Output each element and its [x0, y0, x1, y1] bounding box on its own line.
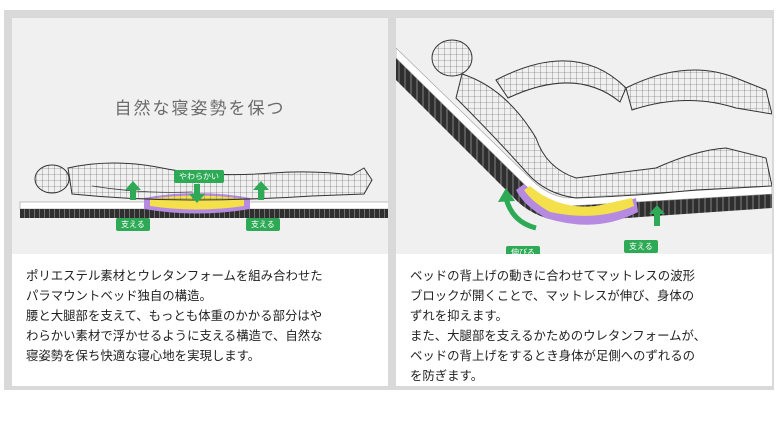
left-panel-heading: 自然な寝姿勢を保つ: [114, 99, 286, 119]
stretch-arrow-icon: [498, 188, 515, 202]
support-tag-right: 支える: [246, 218, 280, 231]
raised-back-illustration: 伸びる 支える: [396, 18, 772, 254]
soft-tag: やわらかい: [174, 170, 224, 183]
down-arrow-center-icon: [189, 184, 205, 203]
flat-posture-illustration: 自然な寝姿勢を保つ やわらかい 支える 支える: [12, 18, 388, 254]
left-panel: 自然な寝姿勢を保つ やわらかい 支える 支える ポリエステル素材とウレタンフォー…: [12, 18, 388, 386]
flat-mattress-diagram: [19, 162, 388, 218]
body-wireframe-reclining: [431, 39, 772, 199]
content-frame: 自然な寝姿勢を保つ やわらかい 支える 支える ポリエステル素材とウレタンフォー…: [4, 10, 774, 390]
right-panel: 伸びる 支える ベッドの背上げの動きに合わせてマットレスの波形 ブロックが開くこ…: [396, 18, 772, 386]
left-panel-description: ポリエステル素材とウレタンフォームを組み合わせた パラマウントベッド独自の構造。…: [26, 268, 323, 363]
up-arrow-right-icon: [253, 181, 269, 200]
up-arrow-left-icon: [125, 181, 141, 200]
right-panel-description: ベッドの背上げの動きに合わせてマットレスの波形 ブロックが開くことで、マットレス…: [410, 268, 707, 383]
stretch-tag: 伸びる: [506, 246, 540, 254]
support-tag: 支える: [624, 240, 658, 253]
raised-mattress-diagram: [396, 39, 772, 231]
support-tag-left: 支える: [116, 218, 150, 231]
up-arrow-support-icon: [649, 205, 665, 226]
